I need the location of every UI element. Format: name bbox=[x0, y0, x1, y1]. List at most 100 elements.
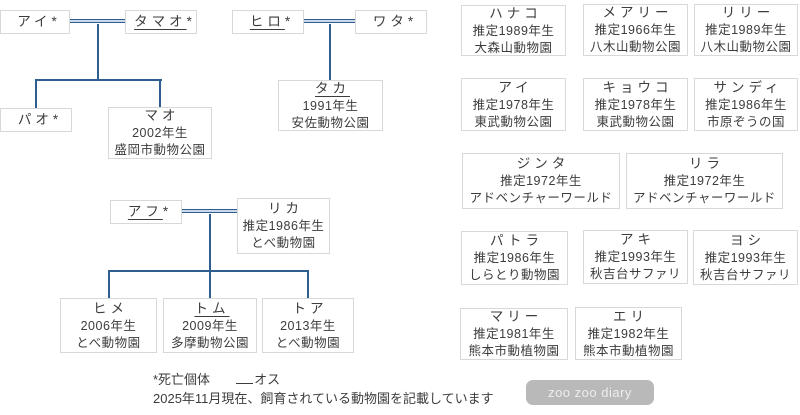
person-box-marie: マリー 推定1981年生 熊本市動植物園 bbox=[460, 308, 568, 360]
person-birth-year: 2013年生 bbox=[280, 318, 336, 333]
person-birth-year: 推定1989年生 bbox=[472, 23, 555, 38]
person-box-yoshi: ヨシ 推定1993年生 秋吉台サファリ bbox=[693, 230, 798, 285]
person-name: アキ bbox=[620, 232, 655, 247]
legend-male-label: オス bbox=[254, 372, 281, 387]
person-zoo: アドベンチャーワールド bbox=[633, 191, 776, 205]
person-box-wata: ワタ* bbox=[355, 10, 427, 34]
drop-line-tree3-left bbox=[108, 270, 110, 298]
person-zoo: 安佐動物公園 bbox=[291, 115, 370, 130]
person-name: パトラ bbox=[490, 233, 543, 248]
person-birth-year: 推定1989年生 bbox=[705, 23, 787, 37]
person-box-jinta: ジンタ 推定1972年生 アドベンチャーワールド bbox=[462, 153, 620, 209]
person-birth-year: 推定1966年生 bbox=[594, 23, 677, 37]
drop-line-tree3-right bbox=[307, 270, 309, 298]
person-box-eri: エリ 推定1982年生 熊本市動植物園 bbox=[575, 307, 682, 360]
person-zoo: 多摩動物公園 bbox=[170, 335, 249, 350]
person-zoo: 東武動物公園 bbox=[596, 114, 675, 129]
drop-line-tree1-left bbox=[35, 79, 37, 108]
legend-deceased: *死亡個体 bbox=[153, 372, 211, 387]
person-name: マリー bbox=[489, 309, 543, 324]
person-box-kyoko: キョウコ 推定1978年生 東武動物公園 bbox=[583, 78, 688, 131]
person-zoo: 八木山動物公園 bbox=[700, 40, 792, 54]
person-birth-year: 1991年生 bbox=[302, 98, 359, 113]
person-birth-year: 推定1982年生 bbox=[587, 326, 670, 341]
person-zoo: 大森山動物園 bbox=[474, 40, 553, 55]
person-box-toa: トア 2013年生 とべ動物園 bbox=[262, 298, 354, 353]
person-zoo: 秋吉台サファリ bbox=[699, 267, 791, 282]
person-box-mary: メアリー 推定1966年生 八木山動物公園 bbox=[583, 4, 688, 56]
person-name: ヒメ bbox=[93, 300, 128, 316]
person-box-tom: トム 2009年生 多摩動物公園 bbox=[163, 298, 257, 353]
person-birth-year: 推定1972年生 bbox=[663, 174, 746, 188]
person-zoo: 秋吉台サファリ bbox=[589, 267, 681, 281]
person-name: メアリー bbox=[602, 5, 673, 20]
person-box-mao: マオ 2002年生 盛岡市動物公園 bbox=[108, 107, 212, 159]
person-name: アフ* bbox=[127, 204, 169, 219]
person-box-hime: ヒメ 2006年生 とべ動物園 bbox=[60, 298, 157, 353]
descent-line-tree1 bbox=[97, 24, 99, 80]
person-zoo: 熊本市動植物園 bbox=[582, 343, 674, 358]
person-name: リリー bbox=[721, 5, 775, 20]
person-zoo: 八木山動物公園 bbox=[589, 40, 681, 54]
person-name: リラ bbox=[689, 156, 724, 171]
person-box-sandy: サンディ 推定1986年生 市原ぞうの国 bbox=[694, 78, 798, 131]
person-box-taka: タカ 1991年生 安佐動物公園 bbox=[278, 80, 383, 131]
person-zoo: 市原ぞうの国 bbox=[706, 114, 785, 129]
person-birth-year: 推定1986年生 bbox=[705, 97, 787, 112]
person-box-hanako: ハナコ 推定1989年生 大森山動物園 bbox=[461, 5, 566, 56]
person-name: サンディ bbox=[713, 79, 783, 95]
person-zoo: 東武動物公園 bbox=[474, 114, 553, 129]
person-birth-year: 推定1993年生 bbox=[594, 250, 677, 264]
person-box-ai-parent: アイ* bbox=[0, 10, 70, 34]
marriage-line-tree1 bbox=[69, 19, 126, 23]
person-name: トム bbox=[194, 300, 230, 316]
legend-line2: 2025年11月現在、飼育されている動物園を記載しています bbox=[153, 391, 494, 406]
person-zoo: とべ動物園 bbox=[275, 335, 341, 350]
person-name: ヒロ* bbox=[249, 14, 291, 29]
person-box-rika: リカ 推定1986年生 とべ動物園 bbox=[237, 198, 330, 254]
person-box-ai: アイ 推定1978年生 東武動物公園 bbox=[461, 78, 566, 131]
person-birth-year: 2009年生 bbox=[182, 318, 238, 333]
person-name: パオ* bbox=[17, 112, 59, 127]
sibling-line-tree3 bbox=[108, 270, 309, 272]
person-name: タカ bbox=[315, 80, 350, 96]
person-zoo: アドベンチャーワールド bbox=[469, 191, 613, 205]
person-name: ジンタ bbox=[516, 156, 570, 171]
legend: *死亡個体 オス 2025年11月現在、飼育されている動物園を記載しています bbox=[153, 370, 494, 408]
person-name: マオ bbox=[144, 108, 180, 123]
person-zoo: とべ動物園 bbox=[251, 236, 316, 250]
zoo-zoo-diary-watermark: zoo zoo diary bbox=[526, 380, 654, 405]
legend-line1: *死亡個体 オス bbox=[153, 370, 494, 389]
male-underline-mark bbox=[236, 372, 254, 384]
person-box-patra: パトラ 推定1986年生 しらとり動物園 bbox=[461, 231, 568, 285]
person-box-afu: アフ* bbox=[110, 200, 182, 224]
person-birth-year: 推定1981年生 bbox=[473, 327, 555, 341]
person-box-aki: アキ 推定1993年生 秋吉台サファリ bbox=[583, 230, 688, 284]
person-birth-year: 推定1972年生 bbox=[500, 174, 582, 188]
person-name: ワタ* bbox=[372, 14, 414, 29]
person-name: キョウコ bbox=[602, 79, 673, 95]
descent-line-tree2 bbox=[329, 24, 331, 81]
person-name: アイ* bbox=[17, 14, 57, 29]
person-name: アイ bbox=[498, 79, 533, 95]
person-name: リカ bbox=[268, 201, 303, 216]
person-name: タマオ* bbox=[134, 14, 192, 29]
person-birth-year: 推定1978年生 bbox=[472, 97, 555, 112]
drop-line-tree1-right bbox=[159, 79, 161, 107]
person-birth-year: 推定1986年生 bbox=[242, 219, 325, 233]
marriage-line-tree3 bbox=[181, 209, 238, 213]
person-name: ヨシ bbox=[730, 232, 765, 248]
person-box-tamao: タマオ* bbox=[125, 10, 197, 34]
watermark-label: zoo zoo diary bbox=[548, 385, 632, 400]
person-box-lily: リリー 推定1989年生 八木山動物公園 bbox=[694, 4, 798, 56]
person-name: ハナコ bbox=[489, 5, 542, 21]
person-zoo: しらとり動物園 bbox=[468, 268, 560, 282]
person-name: エリ bbox=[613, 308, 648, 324]
person-box-pao: パオ* bbox=[0, 108, 72, 132]
marriage-line-tree2 bbox=[303, 19, 356, 23]
descent-line-tree3 bbox=[209, 214, 211, 298]
person-box-lila: リラ 推定1972年生 アドベンチャーワールド bbox=[626, 153, 783, 209]
person-zoo: とべ動物園 bbox=[76, 335, 141, 350]
person-birth-year: 推定1978年生 bbox=[594, 97, 677, 112]
